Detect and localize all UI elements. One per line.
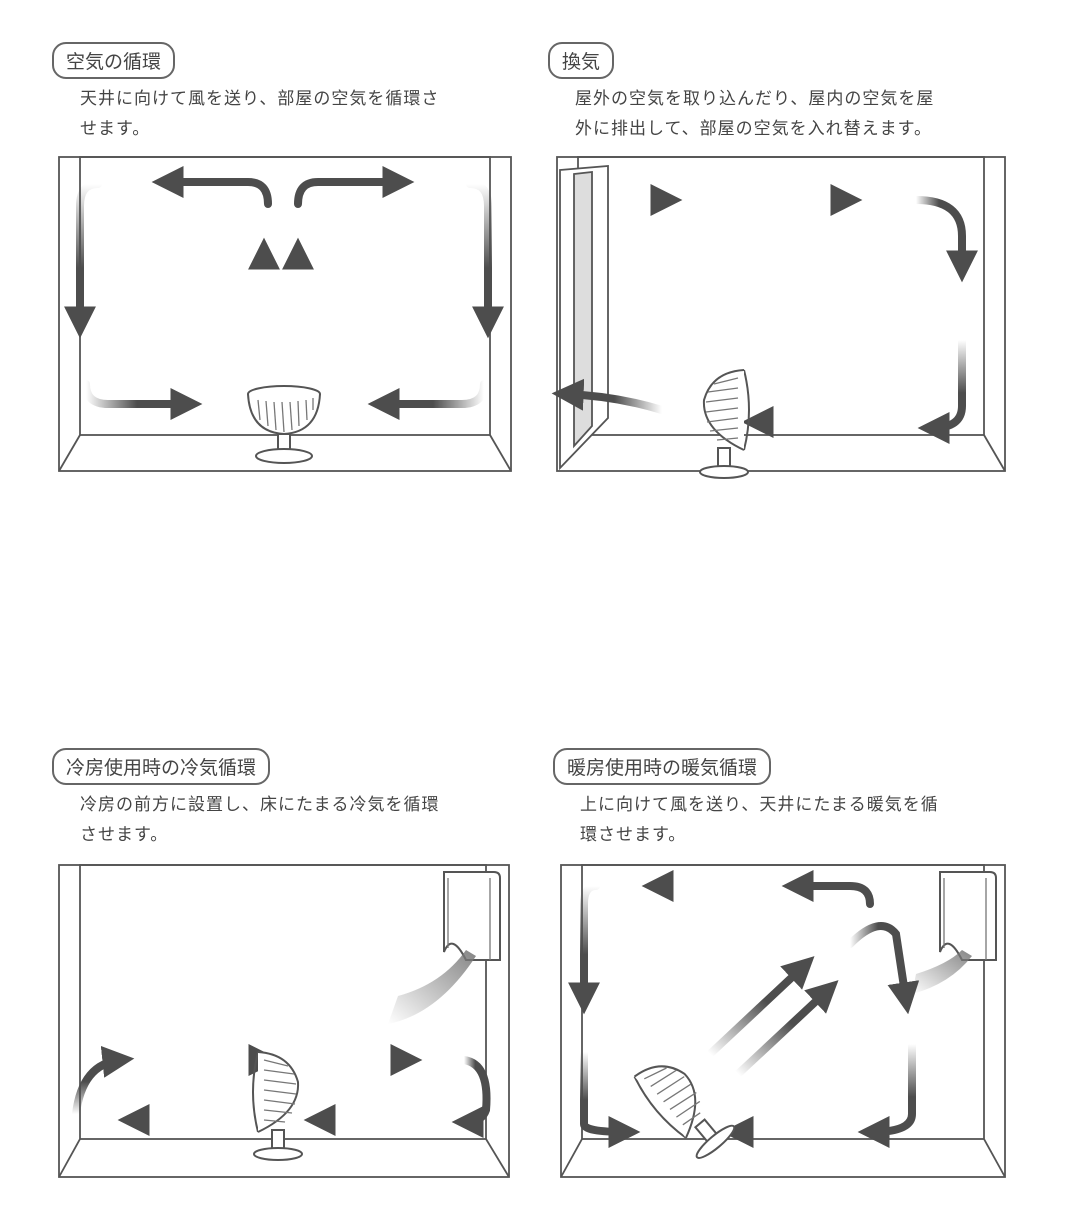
arrow-out [551, 378, 666, 414]
panel-3-diagram [58, 864, 510, 1178]
arrow-left-wall-down [64, 180, 102, 339]
window [559, 165, 609, 471]
panel-4-desc-line2: 環させます。 [580, 825, 687, 845]
panel-1-diagram [58, 156, 512, 472]
panel-2-desc-line1: 屋外の空気を取り込んだり、屋内の空気を屋 [575, 89, 935, 109]
panel-4-description: 上に向けて風を送り、天井にたまる暖気を循 環させます。 [580, 790, 939, 850]
air-conditioner-icon [939, 871, 997, 961]
circulator-fan-icon [252, 1051, 303, 1161]
panel-2-title: 換気 [548, 42, 615, 79]
arrow-diag-1 [706, 956, 815, 1058]
arrow-ceiling-right [294, 166, 415, 208]
panel-4-title: 暖房使用時の暖気循環 [553, 748, 772, 785]
panel-1-desc-line1: 天井に向けて風を送り、部屋の空気を循環さ [80, 89, 440, 109]
panel-1-title: 空気の循環 [52, 42, 176, 79]
arrow-wall-down [917, 336, 966, 444]
warm-air-flow [912, 950, 972, 994]
panel-2-desc-line2: 外に排出して、部屋の空気を入れ替えます。 [575, 119, 932, 139]
arrow-left-up [72, 1045, 135, 1118]
arrow-up-right [846, 922, 920, 1015]
panel-2-description: 屋外の空気を取り込んだり、屋内の空気を屋 外に排出して、部屋の空気を入れ替えます… [575, 84, 934, 144]
panel-3-desc-line2: させます。 [80, 825, 169, 845]
panel-1-description: 天井に向けて風を送り、部屋の空気を循環さ せます。 [80, 84, 439, 144]
arrow-corner-down [912, 196, 978, 283]
panel-3-description: 冷房の前方に設置し、床にたまる冷気を循環 させます。 [80, 790, 440, 850]
arrow-floor-right [367, 380, 488, 420]
panel-1-desc-line2: せます。 [80, 119, 151, 139]
panel-3-desc-line1: 冷房の前方に設置し、床にたまる冷気を循環 [80, 795, 440, 815]
arrow-left-wall-down [568, 882, 600, 1015]
arrow-floor-left [82, 380, 203, 420]
panel-2-diagram [551, 156, 1006, 479]
arrow-left-wall-floor [580, 1048, 641, 1148]
circulator-fan-icon [629, 1047, 739, 1164]
cold-air-flow [388, 950, 476, 1024]
arrow-right-wall-down [857, 1040, 916, 1148]
arrow-right-wall-down [466, 180, 504, 339]
panel-3-title: 冷房使用時の冷気循環 [52, 748, 271, 785]
panel-4-desc-line1: 上に向けて風を送り、天井にたまる暖気を循 [580, 795, 939, 815]
air-conditioner-icon [443, 871, 501, 961]
panel-4-diagram [560, 864, 1006, 1178]
circulator-fan-icon [699, 369, 750, 479]
arrow-ceiling-left-2 [781, 870, 874, 908]
arrow-diag-2 [734, 980, 839, 1078]
arrow-ceiling-left [151, 166, 272, 208]
circulator-fan-icon [247, 385, 321, 464]
arrow-right-down [451, 1056, 491, 1138]
